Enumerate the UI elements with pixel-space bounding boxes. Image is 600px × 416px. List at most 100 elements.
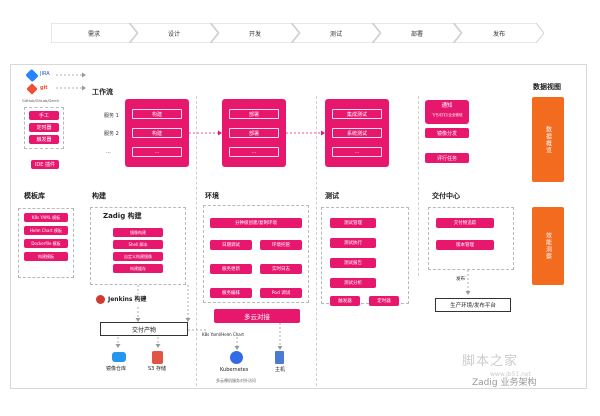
workflow-build-2[interactable]: 构建 <box>132 128 182 138</box>
delivery-group <box>428 207 514 270</box>
workflow-deploy-stage: 部署 部署 ... <box>222 99 286 167</box>
production-platform-box[interactable]: 生产环境/发布平台 <box>435 298 511 312</box>
service-update-button[interactable]: 服务更新 <box>210 264 252 274</box>
stage-testing: 测试 <box>292 23 380 43</box>
env-create-button[interactable]: 分钟级创建/复制环境 <box>210 218 302 228</box>
build-title: 构建 <box>92 192 106 200</box>
delivery-tracking-button[interactable]: 交付物追踪 <box>436 218 494 228</box>
watermark-text: 脚本之家 <box>462 354 519 369</box>
workflow-test-more[interactable]: ... <box>332 147 382 157</box>
k8s-yaml-helm-label: K8s Yaml/Helm Chart <box>202 332 244 337</box>
workflow-deploy-2[interactable]: 部署 <box>229 128 279 138</box>
workflow-build-more[interactable]: ... <box>132 147 182 157</box>
template-dockerfile[interactable]: Dockerfile 模板 <box>24 239 68 248</box>
template-title: 模板库 <box>24 192 45 200</box>
test-report-button[interactable]: 测试报告 <box>330 258 376 268</box>
service-orchestration-button[interactable]: 服务编排 <box>210 288 252 298</box>
service-more-label: ... <box>106 149 111 155</box>
env-group <box>203 205 309 303</box>
s3-storage-icon <box>152 351 163 364</box>
ide-plugin-button[interactable]: IDE 插件 <box>31 160 59 169</box>
divider-1 <box>196 96 197 386</box>
workflow-integration-test[interactable]: 集成测试 <box>332 109 382 119</box>
kubernetes-label: Kubernetes <box>220 367 249 373</box>
image-distribution-button[interactable]: 镜像分发 <box>425 128 469 138</box>
publish-arrow <box>465 270 471 295</box>
watermark-url: www.jb51.net <box>490 371 531 378</box>
workflow-deploy-more[interactable]: ... <box>229 147 279 157</box>
workflow-build-stage: 构建 构建 ... <box>125 99 189 167</box>
timer-button[interactable]: 定时器 <box>29 123 59 132</box>
test-execution-button[interactable]: 测试执行 <box>330 238 376 248</box>
env-hosting-button[interactable]: 环境托管 <box>260 240 302 250</box>
template-helm-chart[interactable]: Helm Chart 模板 <box>24 226 68 235</box>
stage-requirement: 需求 <box>51 23 137 43</box>
workflow-test-stage: 集成测试 系统测试 ... <box>325 99 389 167</box>
notify-box[interactable]: 通知 飞书/钉钉/企业微信 <box>425 100 469 124</box>
test-timer-button[interactable]: 定时器 <box>369 296 399 306</box>
notify-sub: 飞书/钉钉/企业微信 <box>431 113 463 117</box>
stage-design: 设计 <box>130 23 218 43</box>
version-management-button[interactable]: 版本管理 <box>436 240 494 250</box>
source-arrows <box>56 72 86 91</box>
jenkins-build-label: Jenkins 构建 <box>108 296 147 303</box>
parallel-task-button[interactable]: 评行任务 <box>425 153 469 163</box>
architecture-frame <box>10 64 587 389</box>
service-1-label: 服务 1 <box>104 113 119 119</box>
jenkins-icon <box>96 295 105 304</box>
s3-label: S3 存储 <box>148 366 166 372</box>
test-management-button[interactable]: 测试管理 <box>330 218 376 228</box>
test-group <box>321 207 409 304</box>
manual-button[interactable]: 手工 <box>29 111 59 120</box>
workflow-arrows <box>189 130 325 136</box>
footer-note: 多云裸机服务对外访问 <box>216 378 256 383</box>
stage-release: 发布 <box>454 23 544 43</box>
shell-script-button[interactable]: Shell 脚本 <box>113 240 163 249</box>
divider-3 <box>418 96 419 276</box>
template-build[interactable]: 构建模板 <box>24 252 68 261</box>
test-analysis-button[interactable]: 测试分析 <box>330 278 376 288</box>
stage-development: 开发 <box>211 23 299 43</box>
zadig-build-title: Zadig 构建 <box>103 212 142 220</box>
env-title: 环境 <box>205 192 219 200</box>
service-2-label: 服务 2 <box>104 131 119 137</box>
workflow-title: 工作流 <box>92 88 113 96</box>
test-trigger-button[interactable]: 触发器 <box>330 296 360 306</box>
custom-build-image-button[interactable]: 自定义构建镜像 <box>113 252 163 261</box>
workflow-build-1[interactable]: 构建 <box>132 109 182 119</box>
multi-cloud-arrows <box>234 323 283 350</box>
pod-debug-button[interactable]: Pod 调试 <box>260 288 302 298</box>
notify-title: 通知 <box>441 103 453 109</box>
host-icon <box>275 351 284 364</box>
workflow-system-test[interactable]: 系统测试 <box>332 128 382 138</box>
realtime-log-button[interactable]: 实时日志 <box>260 264 302 274</box>
env-debug-button[interactable]: 日期调试 <box>210 240 252 250</box>
workflow-deploy-1[interactable]: 部署 <box>229 109 279 119</box>
jira-label: JIRA <box>40 71 50 77</box>
docker-registry-icon <box>112 352 126 362</box>
kubernetes-icon <box>230 351 243 364</box>
image-build-button[interactable]: 镜像构建 <box>113 228 163 237</box>
data-overview-button[interactable]: 数据概览 <box>532 97 564 182</box>
test-title: 测试 <box>325 192 339 200</box>
multi-cloud-button[interactable]: 多云对接 <box>214 309 300 323</box>
data-view-title: 数据视图 <box>533 83 561 91</box>
template-group <box>18 208 74 278</box>
host-label: 主机 <box>275 367 286 373</box>
artifact-arrows <box>115 285 206 348</box>
git-sub-label: GitHub/GitLab/Gerrit <box>22 99 59 103</box>
stage-deployment: 部署 <box>373 23 461 43</box>
build-cache-button[interactable]: 构建缓存 <box>113 264 163 273</box>
efficiency-insight-button[interactable]: 效能洞察 <box>532 207 564 285</box>
trigger-group <box>24 107 64 149</box>
template-k8s-yaml[interactable]: K8s YAML 模板 <box>24 213 68 222</box>
registry-label: 镜像仓库 <box>106 366 127 372</box>
git-label: git <box>40 85 48 91</box>
brand-title: Zadig 业务架构 <box>472 378 537 388</box>
artifact-box[interactable]: 交付产物 <box>100 322 188 336</box>
divider-2 <box>316 96 317 386</box>
publish-label: 发布 <box>456 277 465 282</box>
delivery-title: 交付中心 <box>432 192 460 200</box>
trigger-button[interactable]: 触发器 <box>29 135 59 144</box>
zadig-build-group <box>90 207 186 285</box>
